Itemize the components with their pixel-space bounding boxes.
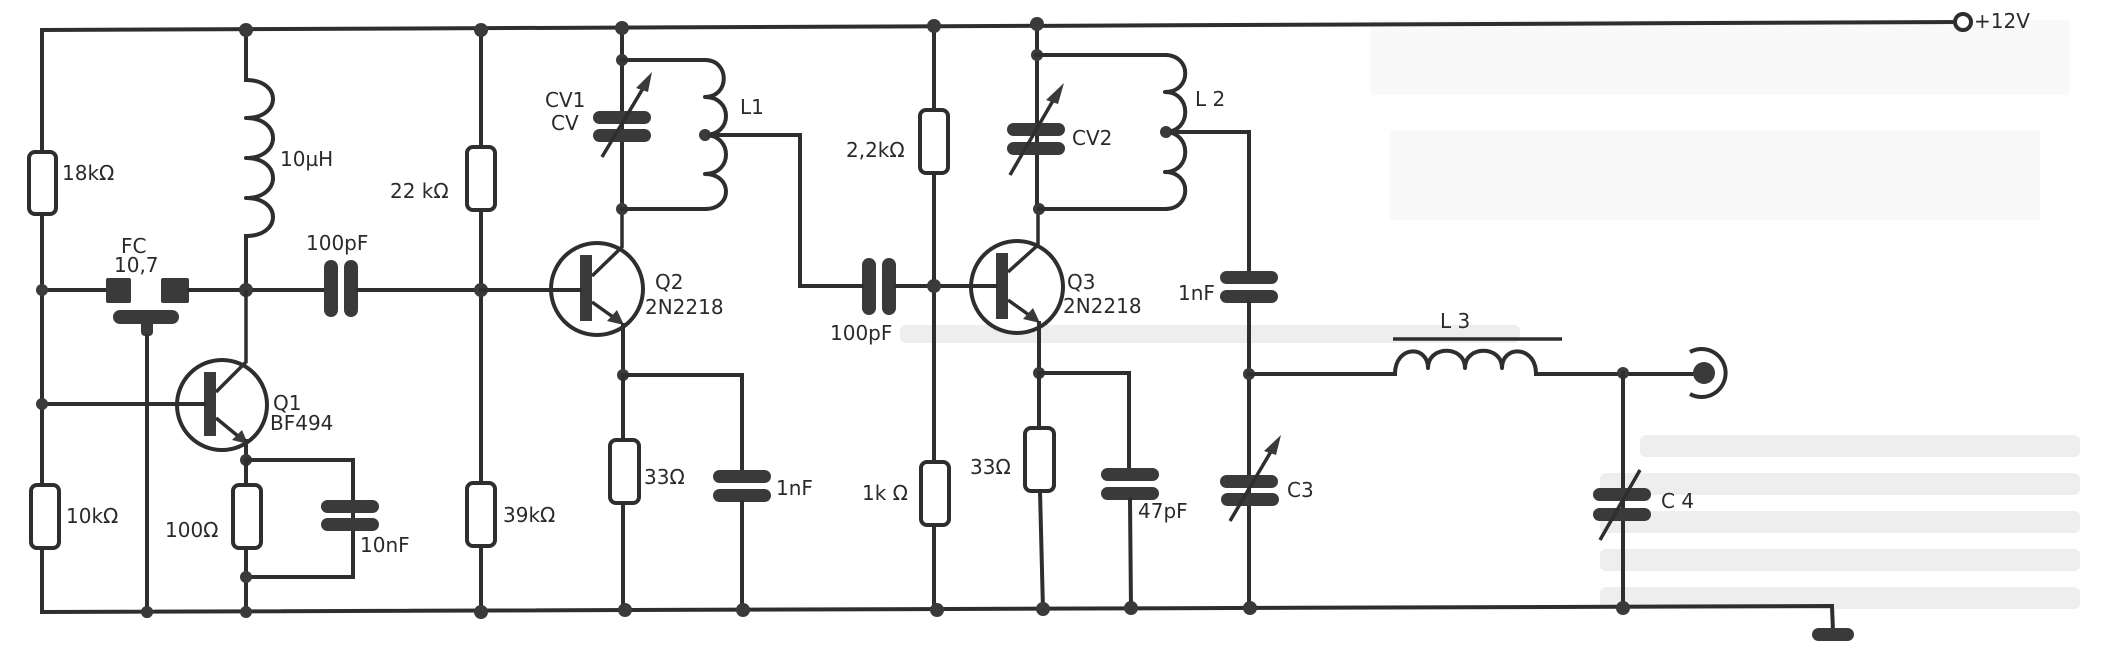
supply-label: +12V: [1974, 9, 2030, 33]
capacitor-100pf-2: [828, 258, 975, 315]
capacitor-47pf: [1101, 468, 1159, 615]
variable-capacitor-c4: [1593, 371, 1651, 615]
variable-capacitor-cv2: [1007, 83, 1065, 176]
resistor-2k2-label: 2,2kΩ: [846, 138, 905, 162]
capacitor-1nf-q2-label: 1nF: [776, 476, 813, 500]
tank-cv2-l2: [1030, 17, 1251, 274]
resistor-33r-q3: [1023, 367, 1131, 616]
inductor-l1-label: L1: [740, 95, 764, 119]
resistor-39k-label: 39kΩ: [503, 503, 555, 527]
transistor-q2-part: 2N2218: [645, 295, 724, 319]
capacitor-1nf-q2: [713, 470, 771, 617]
capacitor-1nf-out: [1220, 271, 1278, 615]
ceramic-filter-value: 10,7: [114, 253, 159, 277]
inductor-10uh: [244, 28, 275, 292]
resistor-100r-label: 100Ω: [165, 518, 218, 542]
resistor-33r-q2: [608, 369, 744, 617]
transistor-q1-part: BF494: [270, 411, 333, 435]
print-through-background: [900, 20, 2080, 609]
capacitor-47pf-label: 47pF: [1138, 499, 1188, 523]
resistor-1k-label: 1k Ω: [862, 481, 908, 505]
capacitor-10nf: [321, 500, 379, 531]
transistor-q2-ref: Q2: [655, 270, 683, 294]
variable-capacitor-cv1-ref: CV1: [545, 88, 585, 112]
resistor-10k-label: 10kΩ: [66, 504, 118, 528]
ceramic-filter-ref: FC: [121, 234, 146, 258]
capacitor-10nf-label: 10nF: [360, 533, 410, 557]
capacitor-1nf-out-label: 1nF: [1178, 281, 1215, 305]
rf-output-connector[interactable]: [1689, 347, 1728, 399]
ceramic-filter-fc: [106, 278, 189, 614]
resistor-2k2: [918, 19, 950, 617]
supply-terminal: [1953, 12, 1973, 32]
resistor-33r-q3-label: 33Ω: [970, 455, 1011, 479]
tank-cv1-l1: [615, 21, 832, 288]
ground-symbol: [1812, 628, 1854, 641]
inductor-l3-label: L 3: [1440, 309, 1470, 333]
resistor-39k: [465, 481, 497, 548]
capacitor-100pf-1: [324, 260, 484, 317]
variable-capacitor-cv2-label: CV2: [1072, 126, 1112, 150]
variable-capacitor-c3: [1220, 435, 1281, 522]
resistor-18k-label: 18kΩ: [62, 161, 114, 185]
inductor-l2-label: L 2: [1195, 87, 1225, 111]
resistor-1k: [919, 460, 951, 527]
capacitor-100pf-2-label: 100pF: [830, 321, 892, 345]
resistor-22k-label: 22 kΩ: [390, 179, 449, 203]
resistor-10k: [29, 483, 61, 550]
resistor-33r-q2-label: 33Ω: [644, 465, 685, 489]
variable-capacitor-c3-label: C3: [1287, 478, 1314, 502]
variable-capacitor-cv1: [593, 72, 652, 158]
resistor-100r: [231, 454, 355, 618]
inductor-l3: [1247, 337, 1702, 379]
transistor-q3: [969, 210, 1065, 376]
capacitor-100pf-1-label: 100pF: [306, 231, 368, 255]
variable-capacitor-cv1-value: CV: [551, 111, 579, 135]
inductor-10uh-label: 10µH: [280, 147, 333, 171]
ground-rail: [42, 603, 1854, 641]
transistor-q3-part: 2N2218: [1063, 294, 1142, 318]
variable-capacitor-c4-label: C 4: [1661, 489, 1694, 513]
transistor-q3-ref: Q3: [1067, 270, 1095, 294]
transistor-q1: [175, 290, 269, 462]
transistor-q1-ref: Q1: [273, 391, 301, 415]
transistor-q2: [549, 209, 645, 378]
supply-rail: [39, 12, 1973, 33]
